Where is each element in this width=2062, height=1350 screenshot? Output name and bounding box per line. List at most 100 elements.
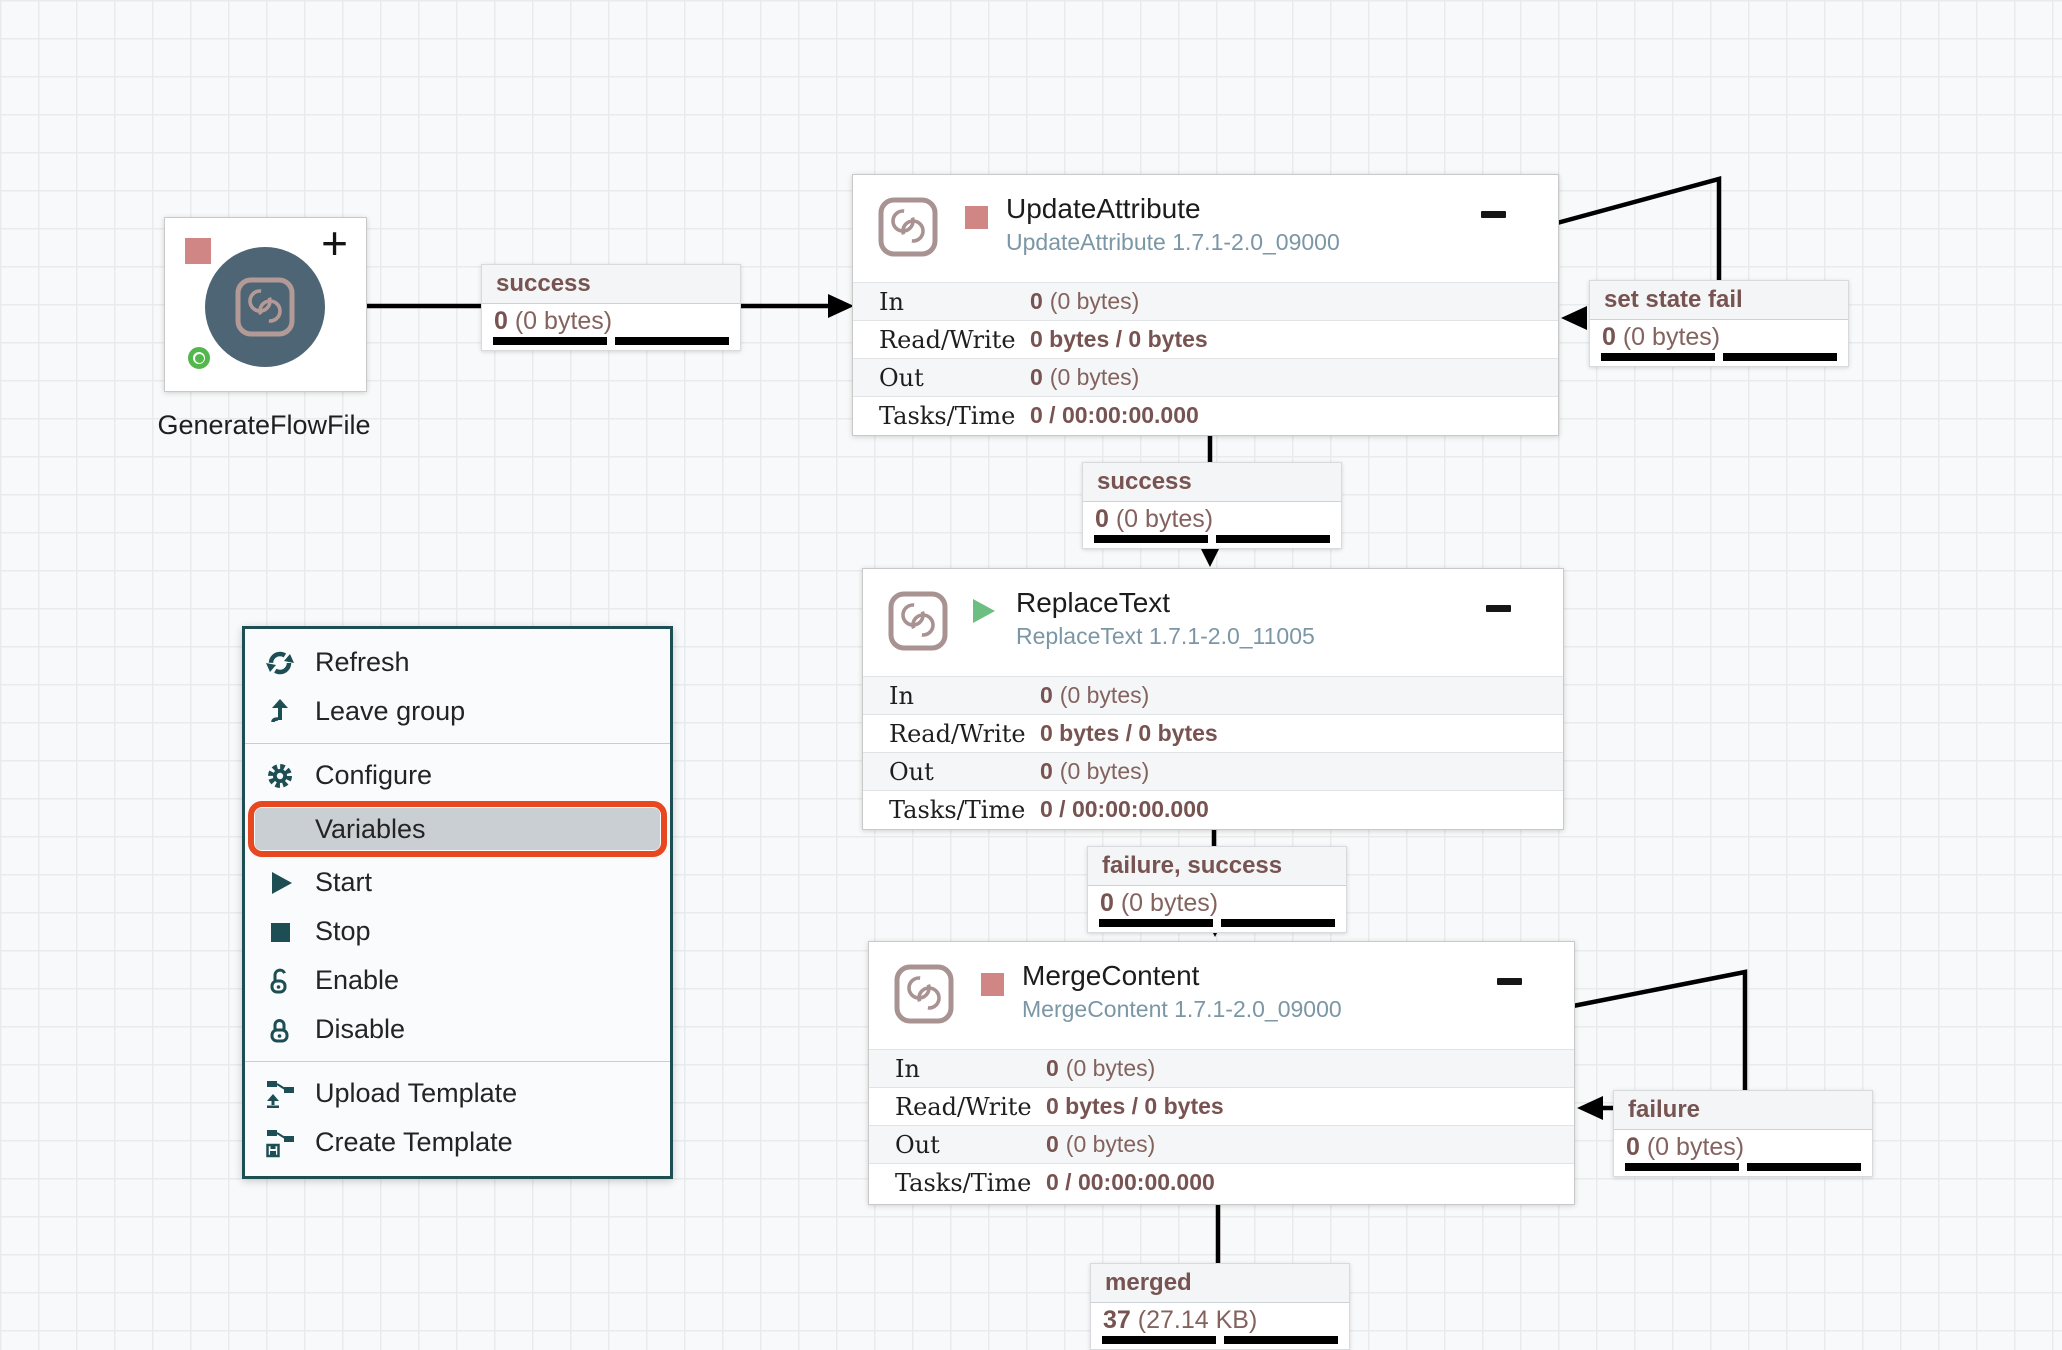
connection-label-success-2[interactable]: success 0 (0 bytes) [1082, 462, 1342, 549]
processor-name: MergeContent [1022, 960, 1200, 991]
nifi-processor-icon [894, 964, 954, 1024]
stat-row-out: Out 0(0 bytes) [863, 752, 1563, 790]
unlock-icon [265, 966, 301, 996]
minus-indicator-icon [1481, 211, 1506, 218]
processor-replacetext[interactable]: ReplaceText ReplaceText 1.7.1-2.0_11005 … [862, 568, 1564, 830]
stat-row-read-write: Read/Write 0 bytes / 0 bytes [863, 714, 1563, 752]
stat-row-tasks-time: Tasks/Time 0 / 00:00:00.000 [853, 396, 1558, 434]
connection-label-failure[interactable]: failure 0 (0 bytes) [1613, 1090, 1873, 1177]
refresh-icon [265, 648, 301, 678]
stat-row-read-write: Read/Write 0 bytes / 0 bytes [869, 1087, 1574, 1125]
stat-label: In [895, 1054, 920, 1083]
upload-template-icon [265, 1079, 301, 1109]
stat-value: 0(0 bytes) [1046, 1055, 1156, 1081]
nifi-processor-icon [878, 197, 938, 257]
backpressure-object-bar [1625, 1163, 1739, 1171]
processor-generateflowfile-label: GenerateFlowFile [157, 410, 371, 440]
plus-icon[interactable]: + [321, 217, 348, 269]
menu-item-configure[interactable]: Configure [245, 751, 670, 800]
menu-item-variables[interactable]: Variables [245, 800, 670, 858]
stat-value: 0(0 bytes) [1040, 682, 1150, 708]
processor-type-version: UpdateAttribute 1.7.1-2.0_09000 [1006, 229, 1340, 255]
stat-value: 0 bytes / 0 bytes [1030, 326, 1208, 352]
processor-updateattribute[interactable]: UpdateAttribute UpdateAttribute 1.7.1-2.… [852, 174, 1559, 436]
menu-item-leave-group[interactable]: Leave group [245, 687, 670, 736]
stat-label: Read/Write [895, 1092, 1032, 1121]
stat-value: 0(0 bytes) [1030, 288, 1140, 314]
backpressure-size-bar [615, 337, 729, 345]
stat-value: 0 bytes / 0 bytes [1040, 720, 1218, 746]
connection-queue-stats: 0 (0 bytes) [1590, 320, 1848, 366]
backpressure-size-bar [1747, 1163, 1861, 1171]
stop-icon [265, 917, 301, 947]
create-template-icon [265, 1128, 301, 1158]
backpressure-size-bar [1216, 535, 1330, 543]
stat-label: Read/Write [879, 325, 1016, 354]
stat-value: 0 / 00:00:00.000 [1046, 1169, 1215, 1195]
stat-row-read-write: Read/Write 0 bytes / 0 bytes [853, 320, 1558, 358]
backpressure-object-bar [1102, 1336, 1216, 1344]
gear-icon [265, 761, 301, 791]
processor-header: MergeContent MergeContent 1.7.1-2.0_0900… [869, 942, 1574, 1049]
stat-row-out: Out 0(0 bytes) [853, 358, 1558, 396]
stat-value: 0 bytes / 0 bytes [1046, 1093, 1224, 1119]
stat-value: 0 / 00:00:00.000 [1040, 796, 1209, 822]
processor-circle [205, 247, 325, 367]
local-state-icon [188, 347, 210, 369]
connection-label-merged[interactable]: merged 37 (27.14 KB) [1090, 1263, 1350, 1350]
minus-indicator-icon [1486, 605, 1511, 612]
menu-item-enable[interactable]: Enable [245, 956, 670, 1005]
connection-queue-stats: 37 (27.14 KB) [1091, 1303, 1349, 1349]
menu-item-create-template[interactable]: Create Template [245, 1118, 670, 1167]
connection-label-failure-success[interactable]: failure, success 0 (0 bytes) [1087, 846, 1347, 933]
play-icon [265, 868, 301, 898]
stat-row-in: In 0(0 bytes) [853, 282, 1558, 320]
stopped-state-icon [965, 206, 988, 229]
connection-queue-stats: 0 (0 bytes) [1614, 1130, 1872, 1176]
connection-label-set-state-fail[interactable]: set state fail 0 (0 bytes) [1589, 280, 1849, 367]
connection-name: merged [1091, 1264, 1349, 1303]
stat-label: Read/Write [889, 719, 1026, 748]
processor-name: ReplaceText [1016, 587, 1171, 618]
stat-row-in: In 0(0 bytes) [863, 676, 1563, 714]
backpressure-size-bar [1723, 353, 1837, 361]
processor-mergecontent[interactable]: MergeContent MergeContent 1.7.1-2.0_0900… [868, 941, 1575, 1205]
stat-label: Tasks/Time [895, 1168, 1032, 1197]
minus-indicator-icon [1497, 978, 1522, 985]
connection-label-success-1[interactable]: success 0 (0 bytes) [481, 264, 741, 351]
menu-item-stop[interactable]: Stop [245, 907, 670, 956]
stat-label: Tasks/Time [889, 795, 1026, 824]
menu-item-upload-template[interactable]: Upload Template [245, 1069, 670, 1118]
lock-icon [265, 1015, 301, 1045]
stat-value: 0 / 00:00:00.000 [1030, 402, 1199, 428]
processor-name: UpdateAttribute [1006, 193, 1201, 224]
stat-row-tasks-time: Tasks/Time 0 / 00:00:00.000 [863, 790, 1563, 828]
backpressure-object-bar [1601, 353, 1715, 361]
processor-header: ReplaceText ReplaceText 1.7.1-2.0_11005 [863, 569, 1563, 676]
variables-highlight-fill [255, 808, 660, 850]
stat-row-in: In 0(0 bytes) [869, 1049, 1574, 1087]
backpressure-object-bar [1094, 535, 1208, 543]
processor-type-version: MergeContent 1.7.1-2.0_09000 [1022, 996, 1342, 1022]
stat-row-tasks-time: Tasks/Time 0 / 00:00:00.000 [869, 1163, 1574, 1201]
leave-group-icon [265, 697, 301, 727]
stat-label: In [879, 287, 904, 316]
stat-label: Out [895, 1130, 940, 1159]
menu-item-disable[interactable]: Disable [245, 1005, 670, 1054]
stopped-state-icon [185, 238, 211, 264]
stopped-state-icon [981, 973, 1004, 996]
connection-queue-stats: 0 (0 bytes) [482, 304, 740, 350]
connection-name: set state fail [1590, 281, 1848, 320]
menu-item-refresh[interactable]: Refresh [245, 638, 670, 687]
stat-label: Out [879, 363, 924, 392]
stat-value: 0(0 bytes) [1046, 1131, 1156, 1157]
connection-name: success [482, 265, 740, 304]
backpressure-size-bar [1221, 919, 1335, 927]
menu-item-start[interactable]: Start [245, 858, 670, 907]
processor-generateflowfile[interactable]: + [164, 217, 367, 392]
processor-header: UpdateAttribute UpdateAttribute 1.7.1-2.… [853, 175, 1558, 282]
stat-label: In [889, 681, 914, 710]
processor-type-version: ReplaceText 1.7.1-2.0_11005 [1016, 623, 1315, 649]
backpressure-size-bar [1224, 1336, 1338, 1344]
